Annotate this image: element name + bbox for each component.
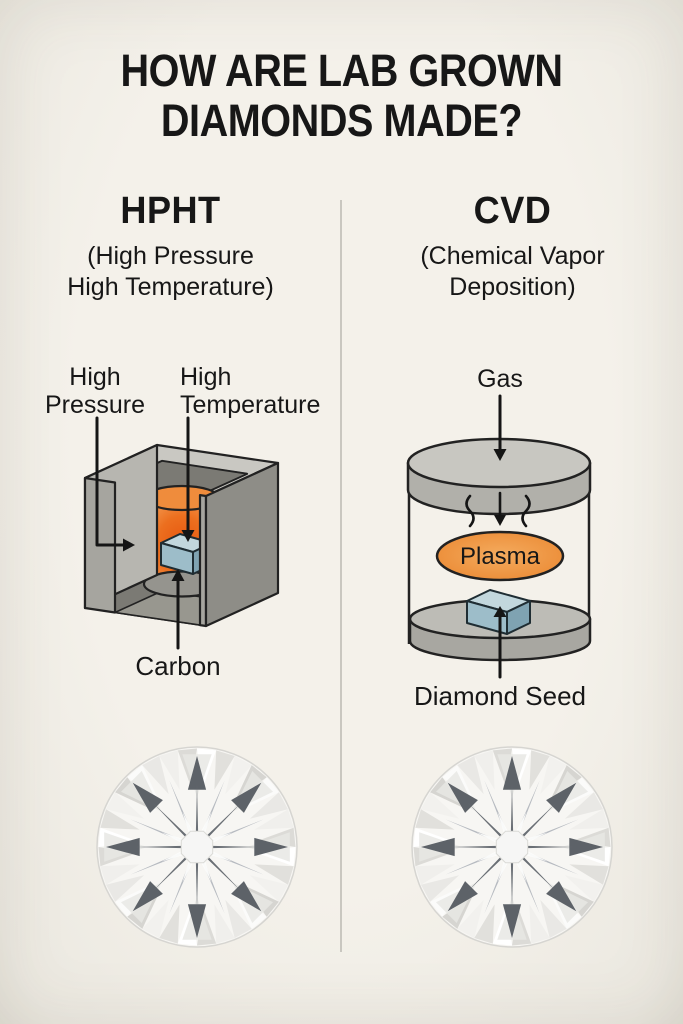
title-line-2: DIAMONDS MADE? — [160, 95, 523, 147]
cvd-section-header: CVD (Chemical Vapor Deposition) — [342, 190, 683, 303]
high-temperature-label-line-2: Temperature — [180, 391, 320, 419]
title-line-1: HOW ARE LAB GROWN — [120, 45, 563, 96]
gas-wave-left — [465, 494, 475, 528]
hpht-subtitle: (High Pressure High Temperature) — [0, 241, 341, 303]
cvd-subtitle: (Chemical Vapor Deposition) — [342, 241, 683, 303]
hpht-diamond-image — [96, 746, 298, 948]
cvd-subtitle-line-2: Deposition) — [449, 273, 576, 301]
cvd-chamber-illustration: Plasma Gas Diamond Seed — [406, 365, 592, 711]
gas-arrow — [493, 394, 507, 461]
high-temperature-label-line-1: High — [180, 363, 231, 391]
plasma-cloud: Plasma — [435, 530, 565, 582]
gas-flow-lines — [465, 491, 531, 528]
hpht-title: HPHT — [120, 190, 221, 232]
hpht-press-illustration: High Pressure High Temperature Carbon — [45, 363, 320, 681]
cvd-subtitle-line-1: (Chemical Vapor — [420, 242, 605, 270]
chamber-body — [406, 437, 592, 644]
high-pressure-label-line-1: High — [69, 363, 120, 391]
high-temperature-arrow — [181, 416, 195, 542]
press-annotation-arrows — [95, 416, 195, 650]
gas-wave-right — [521, 494, 531, 528]
press-body — [83, 443, 280, 628]
high-pressure-label-line-2: Pressure — [45, 391, 145, 419]
high-pressure-arrow — [95, 416, 135, 552]
diamond-seed-label: Diamond Seed — [414, 681, 586, 711]
hpht-section-header: HPHT (High Pressure High Temperature) — [0, 190, 341, 303]
carbon-arrow — [171, 569, 185, 650]
plasma-label: Plasma — [460, 543, 541, 570]
press-right-face — [204, 461, 280, 628]
column-divider — [340, 200, 342, 952]
page-title: HOW ARE LAB GROWN DIAMONDS MADE? — [41, 45, 642, 147]
diamond-seed-arrow — [493, 606, 507, 679]
cvd-diamond-image — [411, 746, 613, 948]
hpht-subtitle-line-2: High Temperature) — [67, 273, 274, 301]
gas-label: Gas — [477, 365, 523, 393]
chamber-lid — [406, 437, 592, 516]
hpht-subtitle-line-1: (High Pressure — [87, 242, 254, 270]
cvd-title: CVD — [473, 190, 552, 232]
diamond-seed-cube — [466, 589, 531, 635]
carbon-label: Carbon — [135, 651, 220, 681]
